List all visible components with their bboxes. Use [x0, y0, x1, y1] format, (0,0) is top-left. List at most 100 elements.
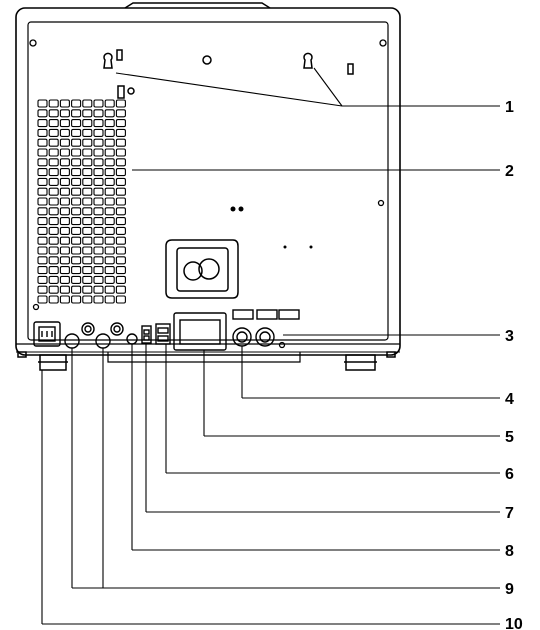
vent-slot: [71, 148, 82, 157]
vent-slot: [115, 187, 126, 196]
vent-slot: [104, 197, 115, 206]
vent-slot: [71, 217, 82, 226]
vent-slot: [104, 158, 115, 167]
vent-slot: [59, 119, 70, 128]
vent-slot: [82, 148, 93, 157]
vent-slot: [93, 266, 104, 275]
vent-slot: [48, 246, 59, 255]
keyhole-icon: [103, 52, 113, 69]
vent-slot: [104, 138, 115, 147]
vent-slot: [93, 275, 104, 284]
vent-slot: [37, 187, 48, 196]
vent-slot: [93, 256, 104, 265]
vent-slot: [48, 226, 59, 235]
vent-slot: [37, 226, 48, 235]
vent-slot: [71, 275, 82, 284]
vent-slot: [104, 236, 115, 245]
vent-slot: [71, 207, 82, 216]
water-connector: [232, 327, 252, 347]
drain-port-icon: [198, 258, 220, 280]
vent-slot: [59, 285, 70, 294]
callout-labels: 1 2 3 4 5 6 7 8 9 10: [505, 99, 523, 630]
panel-fixing-points: [230, 206, 313, 249]
vent-slot: [82, 177, 93, 186]
vent-slot: [82, 217, 93, 226]
vent-slot: [37, 177, 48, 186]
callout-label-1: 1: [505, 99, 514, 116]
vent-slot: [82, 99, 93, 108]
vent-slot: [93, 158, 104, 167]
vent-slot: [48, 256, 59, 265]
vent-slot: [48, 187, 59, 196]
vent-slot: [71, 236, 82, 245]
vent-slot: [104, 285, 115, 294]
vent-slot: [93, 128, 104, 137]
cabinet-outer: [15, 7, 401, 356]
vent-slot: [48, 285, 59, 294]
vent-slot: [115, 128, 126, 137]
vent-slot: [71, 197, 82, 206]
vent-slot: [48, 295, 59, 304]
vent-slot: [71, 177, 82, 186]
vent-slot: [48, 138, 59, 147]
vent-slot: [82, 236, 93, 245]
leader-lines: [41, 67, 500, 625]
vent-slot: [93, 109, 104, 118]
corner-screws: [29, 39, 387, 349]
vent-slot: [59, 217, 70, 226]
vent-slot: [59, 226, 70, 235]
vent-slot: [59, 168, 70, 177]
vent-slot: [48, 266, 59, 275]
vent-slot: [82, 168, 93, 177]
vent-slot: [104, 275, 115, 284]
vent-slot: [71, 109, 82, 118]
vent-slot: [37, 217, 48, 226]
vent-slot: [59, 275, 70, 284]
vent-slot: [59, 148, 70, 157]
vent-slot: [104, 266, 115, 275]
vent-slot: [93, 148, 104, 157]
vent-slot: [115, 119, 126, 128]
water-connector: [255, 327, 275, 347]
vent-slot: [115, 109, 126, 118]
vent-slot: [104, 148, 115, 157]
vent-slot: [93, 236, 104, 245]
vent-slot: [115, 275, 126, 284]
vent-slot: [93, 99, 104, 108]
vent-slot: [104, 119, 115, 128]
vent-slot: [59, 266, 70, 275]
wall-mount-keyholes: [103, 49, 354, 99]
round-connector: [81, 322, 95, 336]
vent-slot: [37, 275, 48, 284]
vent-slot: [104, 109, 115, 118]
vent-slot: [59, 197, 70, 206]
vent-slot: [115, 217, 126, 226]
vent-slot: [59, 207, 70, 216]
vent-slot: [37, 168, 48, 177]
vent-slot: [115, 266, 126, 275]
vent-slot: [48, 128, 59, 137]
vent-slot: [104, 217, 115, 226]
vent-slot: [59, 187, 70, 196]
vent-slot: [59, 158, 70, 167]
vent-slot: [71, 158, 82, 167]
vent-slot: [37, 148, 48, 157]
vent-slot: [37, 138, 48, 147]
vent-slot: [48, 119, 59, 128]
vent-slot: [93, 207, 104, 216]
vent-slot: [48, 275, 59, 284]
vent-slot: [59, 138, 70, 147]
vent-slot: [115, 236, 126, 245]
vent-slot: [59, 246, 70, 255]
callout-label-4: 4: [505, 391, 514, 408]
vent-slot: [71, 138, 82, 147]
vent-slot: [59, 236, 70, 245]
vent-slot: [48, 148, 59, 157]
foot: [345, 354, 376, 371]
vent-slot: [93, 187, 104, 196]
vent-slot: [48, 217, 59, 226]
vent-slot: [104, 295, 115, 304]
vent-slot: [82, 128, 93, 137]
vent-slot: [37, 109, 48, 118]
screw-icon: [379, 39, 387, 47]
